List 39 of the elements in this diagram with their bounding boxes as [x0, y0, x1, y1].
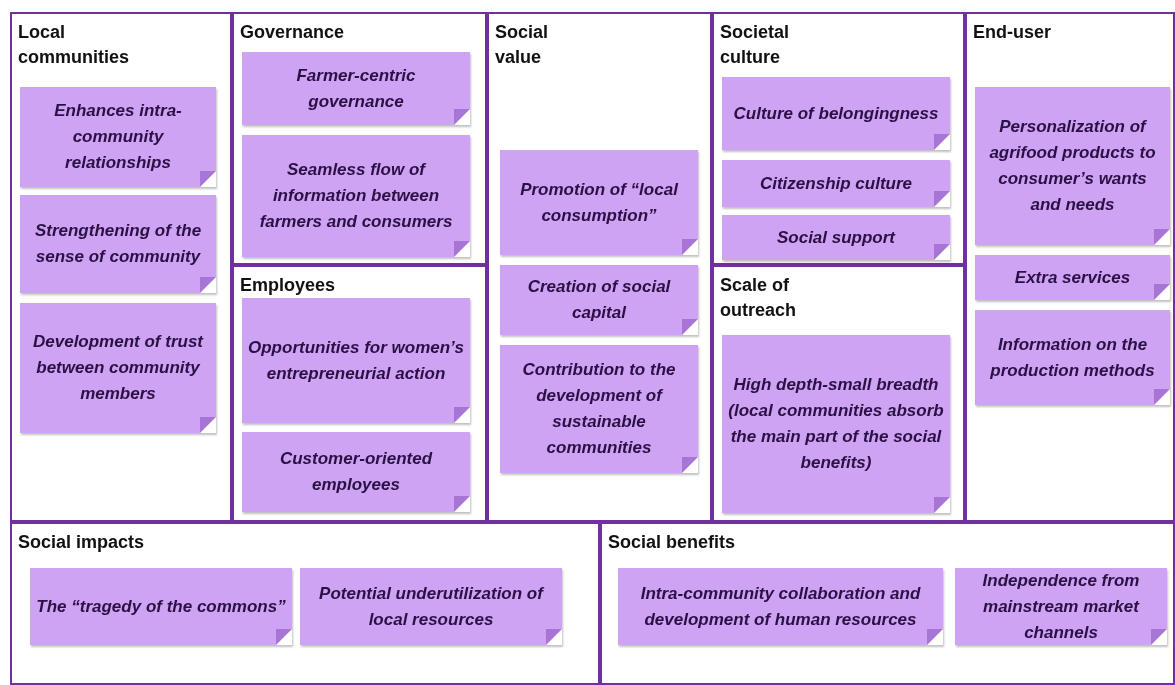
canvas-section	[712, 12, 965, 265]
sticky-note: High depth-small breadth (local communities absorb the main part of the social benefits)	[722, 335, 950, 513]
sticky-note: Social support	[722, 215, 950, 260]
section-heading: Societal culture	[720, 21, 791, 69]
section-heading: Social benefits	[608, 531, 736, 554]
section-heading: Social impacts	[18, 531, 145, 554]
sticky-note: Enhances intra-community relationships	[20, 87, 216, 187]
section-heading: Governance	[240, 21, 345, 44]
sticky-note: The “tragedy of the commons”	[30, 568, 292, 645]
canvas-section	[712, 265, 965, 522]
canvas-section	[10, 522, 600, 685]
canvas-section	[232, 265, 487, 522]
sticky-note: Information on the production methods	[975, 310, 1170, 405]
sticky-note: Citizenship culture	[722, 160, 950, 207]
sticky-note: Personalization of agrifood products to consumer’s wants and needs	[975, 87, 1170, 245]
canvas-section	[600, 522, 1175, 685]
sticky-note: Farmer-centric governance	[242, 52, 470, 125]
sticky-note: Seamless flow of information between farmers and consumers	[242, 135, 470, 257]
canvas-section	[232, 12, 487, 265]
sticky-note: Extra services	[975, 255, 1170, 300]
sticky-note: Contribution to the development of sustainable communities	[500, 345, 698, 473]
sticky-note: Creation of social capital	[500, 265, 698, 335]
sticky-note: Culture of belongingness	[722, 77, 950, 150]
section-heading: Employees	[240, 274, 336, 297]
sticky-note: Strengthening of the sense of community	[20, 195, 216, 293]
sticky-note: Opportunities for women’s entrepreneurial action	[242, 298, 470, 423]
canvas-section	[10, 12, 232, 522]
canvas-section	[487, 12, 712, 522]
sticky-note: Customer-oriented employees	[242, 432, 470, 512]
canvas-section	[965, 12, 1175, 522]
sticky-note: Development of trust between community members	[20, 303, 216, 433]
section-heading: Social value	[495, 21, 550, 69]
sticky-note: Potential underutilization of local resources	[300, 568, 562, 645]
sticky-note: Promotion of “local consumption”	[500, 150, 698, 255]
section-heading: Scale of outreach	[720, 274, 798, 322]
section-heading: Local communities	[18, 21, 131, 69]
sticky-note: Intra-community collaboration and development of human resources	[618, 568, 943, 645]
section-heading: End-user	[973, 21, 1051, 44]
sticky-note: Independence from mainstream market channels	[955, 568, 1167, 645]
